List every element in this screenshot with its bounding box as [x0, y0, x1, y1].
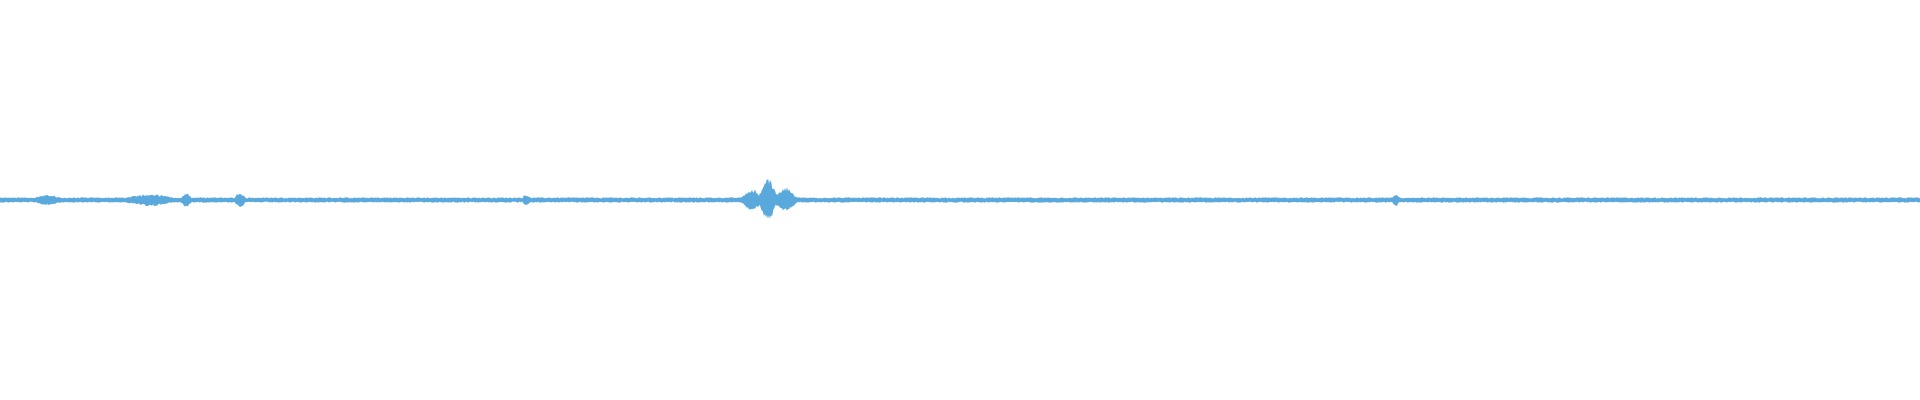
waveform-trace — [0, 179, 1920, 220]
waveform-envelope — [0, 179, 1920, 220]
